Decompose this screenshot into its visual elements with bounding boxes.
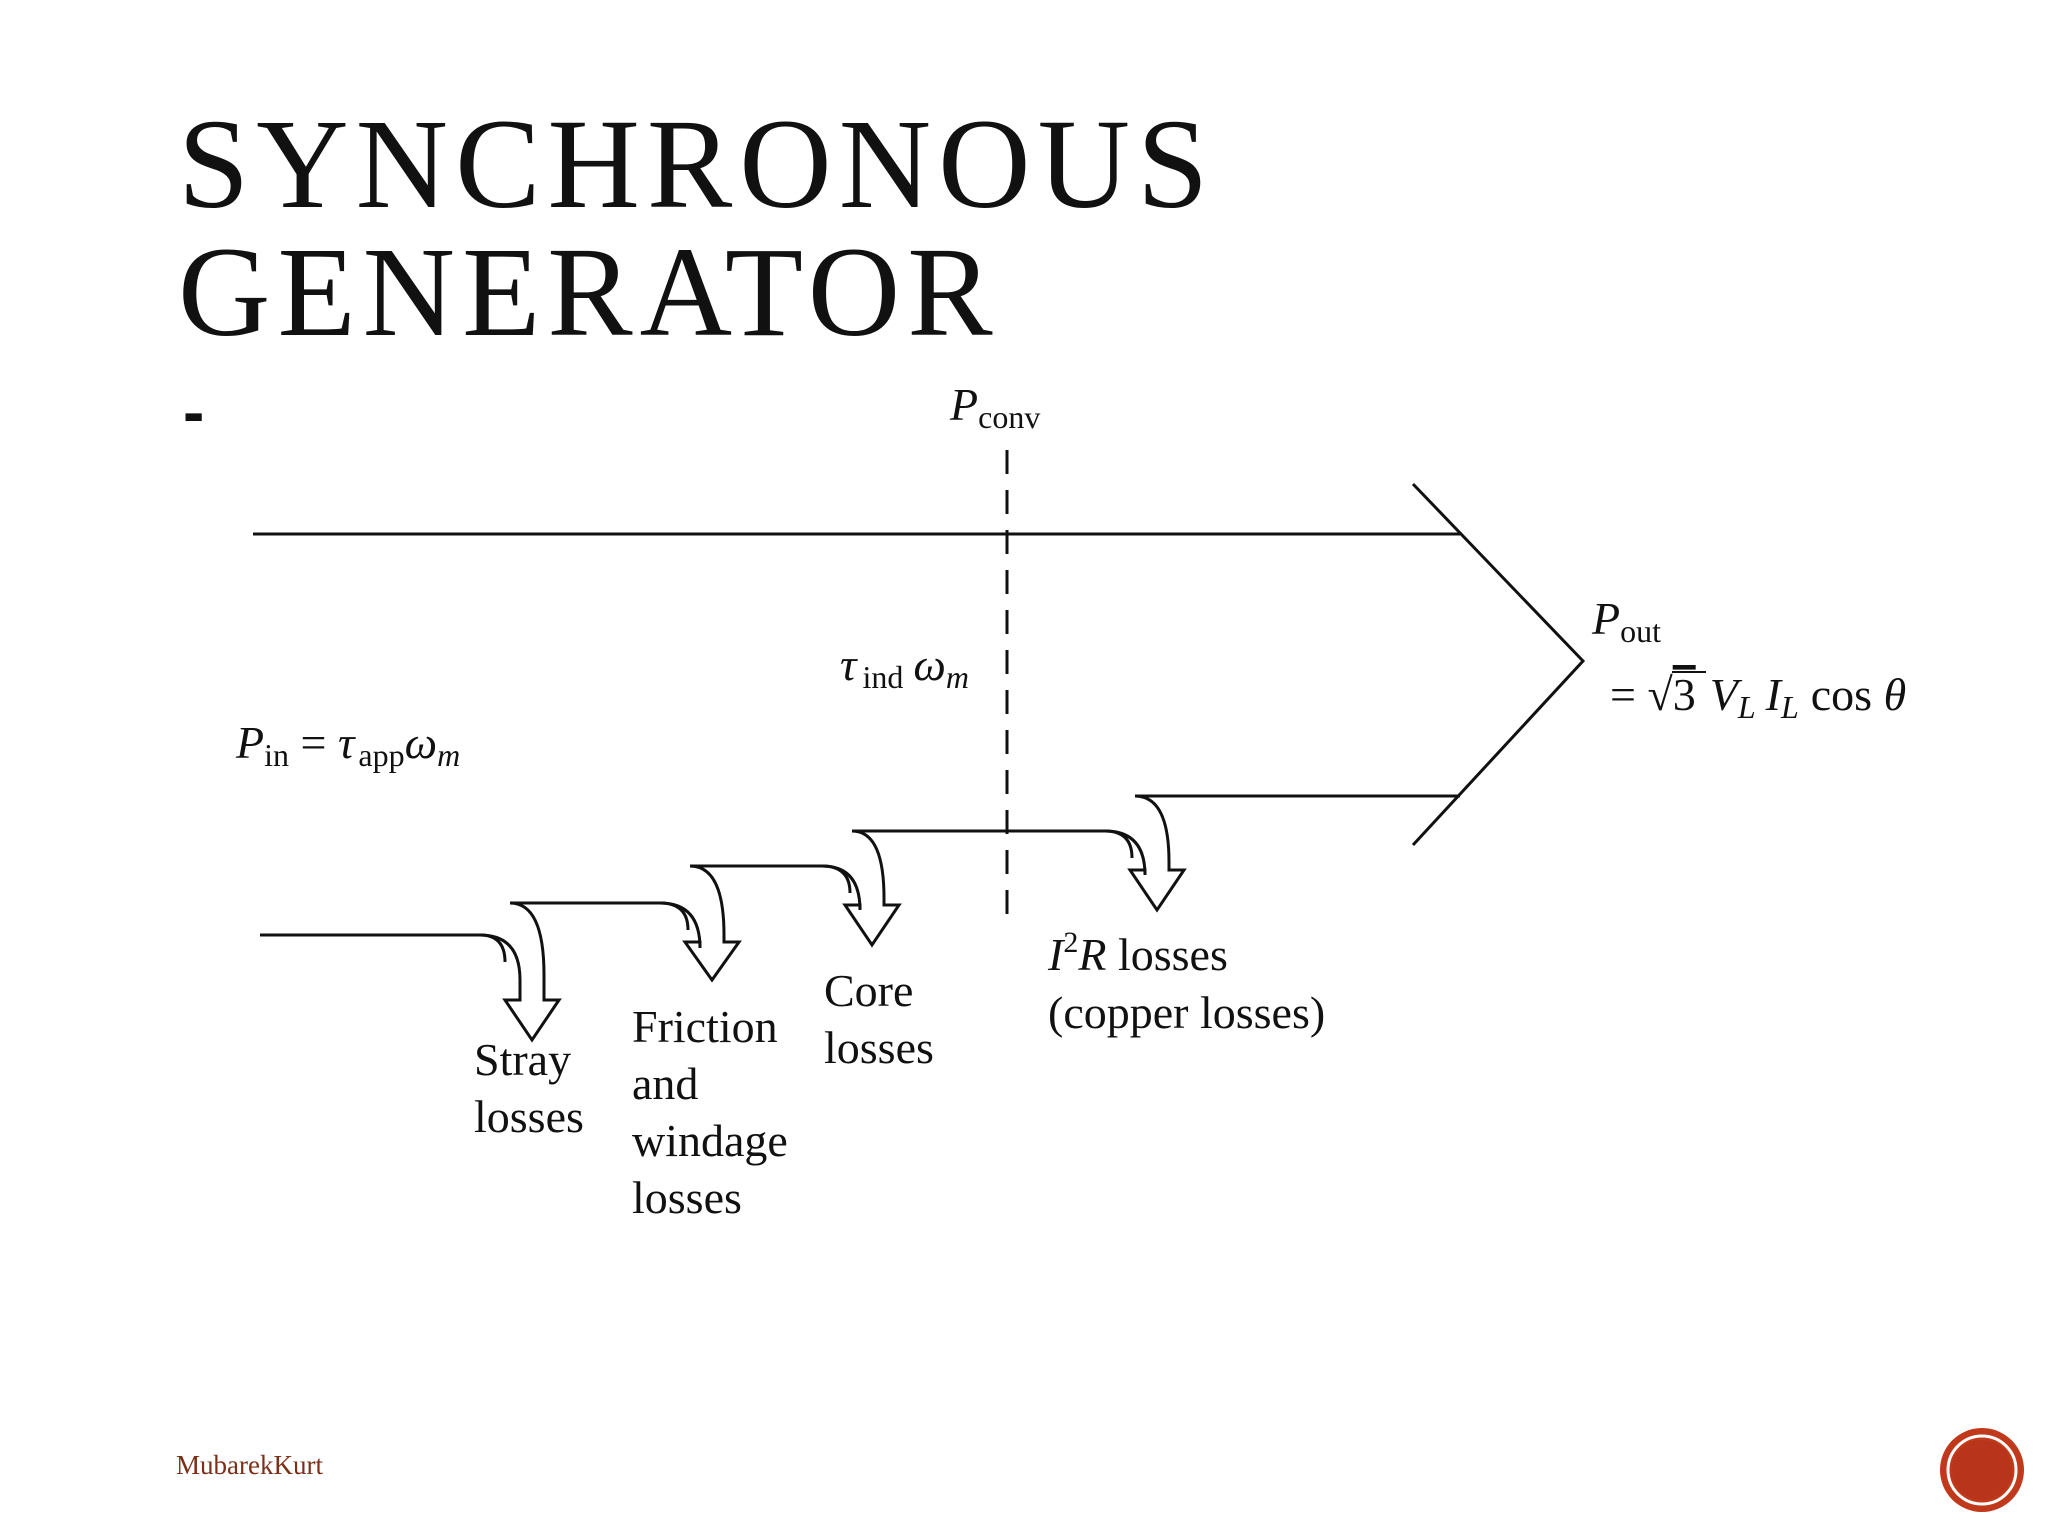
stray-losses-label: Stray losses [474,1034,584,1142]
author-footer: MubarekKurt [176,1450,323,1480]
copper-losses-label: I2R losses [1047,926,1228,980]
stray-loss-arrow [479,901,562,1043]
copper-losses-sublabel: (copper losses) [1048,987,1325,1038]
copper-loss-arrow [1104,794,1187,913]
slide-title: SYNCHRONOUS GENERATOR [178,100,1215,356]
slide-badge-icon[interactable] [1938,1426,2026,1514]
title-line-2: GENERATOR [178,221,1000,363]
band-bottom-steps [260,794,1460,963]
core-losses-label: Core losses [824,965,934,1073]
friction-windage-label: Friction and windage losses [632,1001,799,1223]
bullet-dash: - [183,376,205,448]
output-arrowhead [1411,482,1586,847]
p-out-label: Pout [1591,593,1661,649]
p-conv-label: Pconv [949,379,1040,435]
core-loss-arrow [821,829,902,948]
title-line-1: SYNCHRONOUS [178,93,1216,235]
friction-loss-arrow [659,864,742,983]
